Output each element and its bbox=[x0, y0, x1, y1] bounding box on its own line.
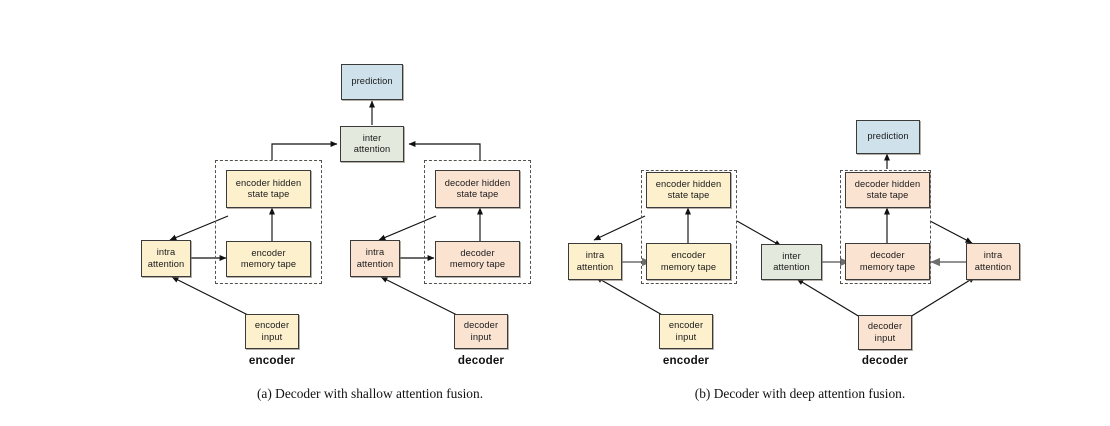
panel-b-decoder-memory-tape-box[interactable]: decoder memory tape bbox=[845, 243, 930, 280]
panel-b-decoder-hidden-state-tape-box[interactable]: decoder hidden state tape bbox=[845, 172, 930, 208]
panel-a-decoder-hidden-state-tape-box[interactable]: decoder hidden state tape bbox=[435, 170, 520, 208]
panel-a-encoder-intra-attention-box[interactable]: intra attention bbox=[141, 240, 191, 277]
panel-a-prediction-box[interactable]: prediction bbox=[341, 64, 403, 100]
panel-b-encoder-group-label: encoder bbox=[662, 354, 710, 367]
panel-b-decoder-input-box[interactable]: decoder input bbox=[858, 315, 912, 350]
panel-a-decoder-group-label: decoder bbox=[457, 354, 505, 367]
panel-b-prediction-box[interactable]: prediction bbox=[856, 120, 920, 154]
panel-b-encoder-hidden-state-tape-box[interactable]: encoder hidden state tape bbox=[646, 172, 731, 208]
panel-a-encoder-hidden-state-tape-box[interactable]: encoder hidden state tape bbox=[226, 170, 311, 208]
panel-b-encoder-input-box[interactable]: encoder input bbox=[659, 314, 713, 349]
panel-a-encoder-memory-tape-box[interactable]: encoder memory tape bbox=[226, 241, 311, 277]
panel-b-caption: (b) Decoder with deep attention fusion. bbox=[694, 386, 906, 401]
panel-b-encoder-intra-attention-box[interactable]: intra attention bbox=[568, 243, 622, 280]
panel-a-decoder-memory-tape-box[interactable]: decoder memory tape bbox=[435, 241, 520, 277]
panel-a-caption: (a) Decoder with shallow attention fusio… bbox=[256, 386, 484, 401]
panel-a-decoder-intra-attention-box[interactable]: intra attention bbox=[350, 240, 400, 277]
panel-a-decoder-input-box[interactable]: decoder input bbox=[454, 314, 508, 349]
panel-b-inter-attention-box[interactable]: inter attention bbox=[761, 244, 822, 280]
panel-b-decoder-group-label: decoder bbox=[861, 354, 909, 367]
panel-b-encoder-memory-tape-box[interactable]: encoder memory tape bbox=[646, 243, 731, 280]
panel-a-encoder-input-box[interactable]: encoder input bbox=[245, 314, 299, 349]
panel-b-decoder-intra-attention-box[interactable]: intra attention bbox=[966, 243, 1020, 280]
panel-a-encoder-group-label: encoder bbox=[248, 354, 296, 367]
panel-a-inter-attention-box[interactable]: inter attention bbox=[340, 126, 404, 162]
